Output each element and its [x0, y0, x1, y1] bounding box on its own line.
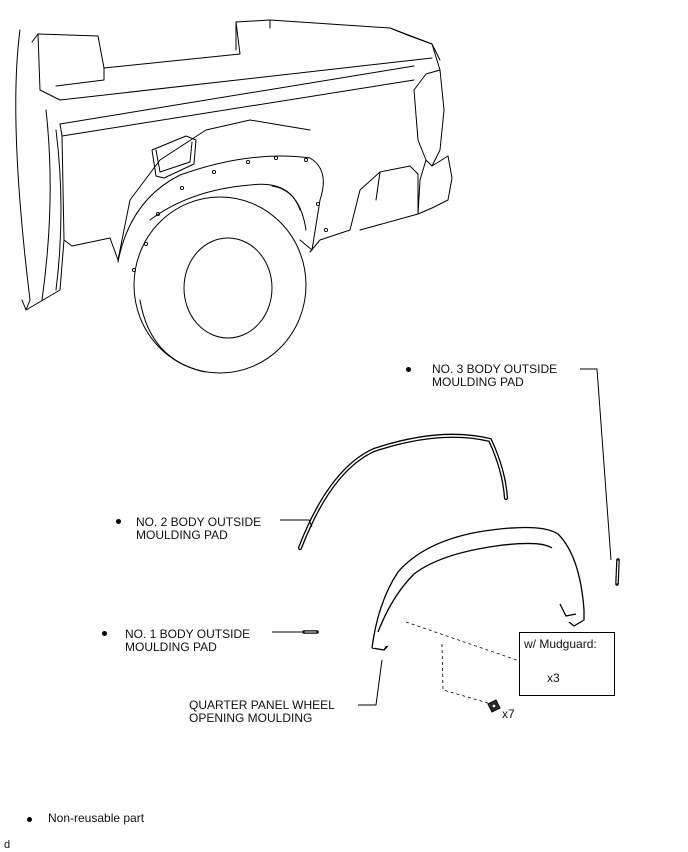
- truck-body-illustration: [15, 19, 453, 374]
- no3-label-line1: NO. 3 BODY OUTSIDE: [432, 362, 558, 376]
- no2-leader-line: [280, 519, 313, 528]
- clip-leader: [441, 643, 489, 704]
- no1-moulding-pad-label: NO. 1 BODY OUTSIDE MOULDING PAD: [125, 628, 250, 654]
- no2-moulding-pad-label: NO. 2 BODY OUTSIDE MOULDING PAD: [136, 516, 261, 542]
- quarter-label-line2: OPENING MOULDING: [189, 711, 313, 725]
- no2-moulding-pad-shape: [297, 433, 509, 551]
- no3-label-line2: MOULDING PAD: [432, 375, 524, 389]
- quarter-panel-moulding-label: QUARTER PANEL WHEEL OPENING MOULDING: [189, 699, 335, 725]
- mudguard-inset-box: w/ Mudguard: x3: [519, 632, 615, 696]
- non-reusable-bullet-no3: [406, 367, 411, 372]
- mudguard-clip-qty: x3: [547, 671, 560, 685]
- quarter-label-line1: QUARTER PANEL WHEEL: [189, 698, 335, 712]
- no1-label-line2: MOULDING PAD: [125, 640, 217, 654]
- legend-bullet: [27, 817, 32, 822]
- non-reusable-bullet-no1: [102, 631, 107, 636]
- quarter-leader-line: [358, 659, 383, 706]
- non-reusable-bullet-no2: [116, 519, 121, 524]
- legend-label: Non-reusable part: [48, 811, 145, 825]
- body-clip-holes: [131, 155, 329, 273]
- no3-moulding-pad-label: NO. 3 BODY OUTSIDE MOULDING PAD: [432, 363, 557, 389]
- clip-qty: x7: [502, 707, 515, 721]
- no2-label-line1: NO. 2 BODY OUTSIDE: [136, 515, 262, 529]
- no2-label-line2: MOULDING PAD: [136, 528, 228, 542]
- mudguard-clip-leader: [405, 621, 535, 667]
- mudguard-box-title: w/ Mudguard:: [524, 637, 597, 651]
- no3-leader-line: [580, 368, 612, 561]
- clip-icon-x7: [487, 699, 501, 713]
- no1-label-line1: NO. 1 BODY OUTSIDE: [125, 627, 251, 641]
- corner-code: d: [4, 839, 11, 851]
- quarter-panel-moulding-shape: [371, 526, 585, 651]
